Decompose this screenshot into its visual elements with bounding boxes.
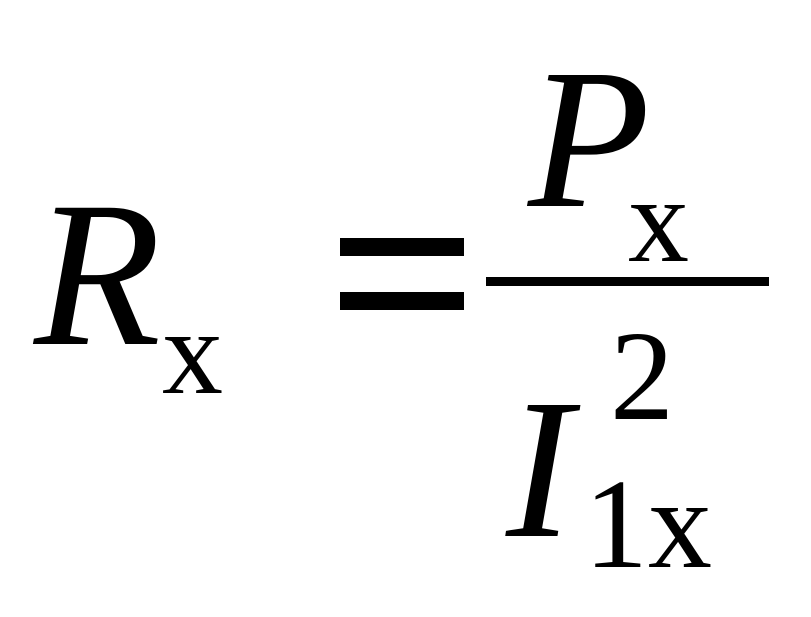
- current-symbol: I: [506, 359, 573, 580]
- equals-sign-top-bar: [340, 238, 464, 256]
- power-symbol: P: [528, 29, 651, 250]
- equals-sign-bottom-bar: [340, 292, 464, 310]
- fraction-bar: [486, 277, 769, 286]
- resistance-subscript: x: [162, 285, 223, 420]
- current-subscript: 1x: [584, 453, 712, 595]
- resistance-symbol: R: [34, 159, 162, 389]
- current-superscript: 2: [610, 305, 674, 447]
- power-subscript: x: [628, 153, 689, 288]
